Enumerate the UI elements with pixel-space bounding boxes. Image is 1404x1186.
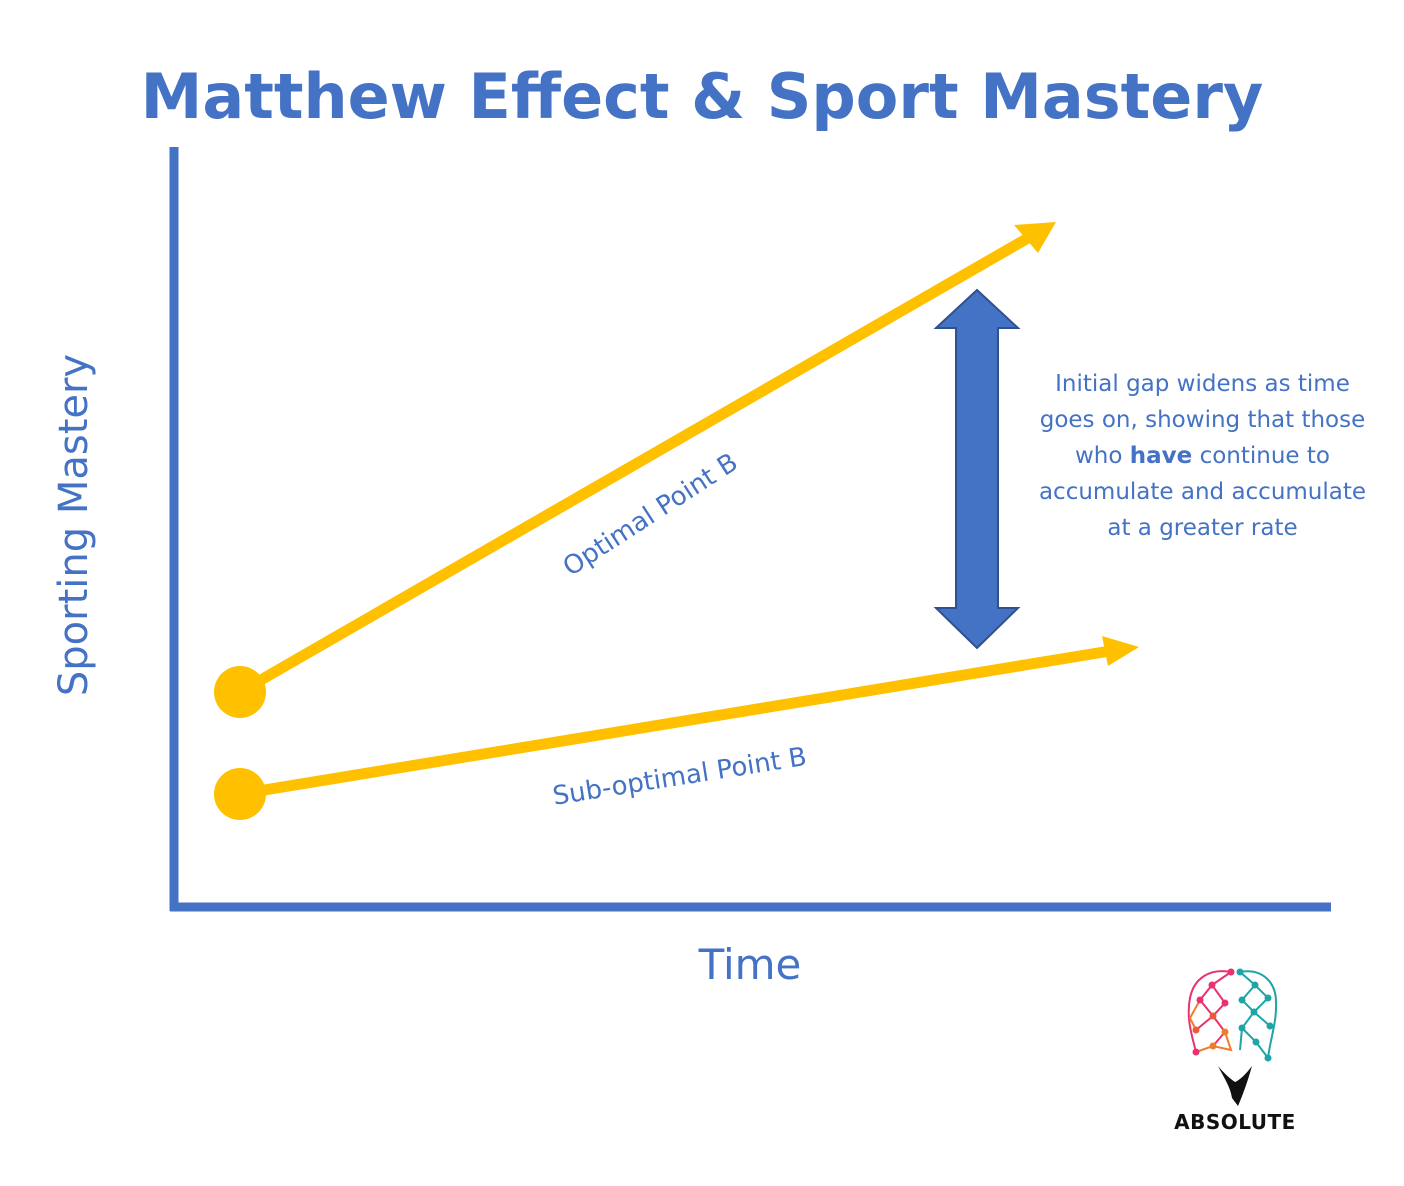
annotation-text-1: Initial gap widens as time goes on, show… xyxy=(1039,371,1366,469)
gap-annotation: Initial gap widens as time goes on, show… xyxy=(1030,366,1375,546)
suboptimal-line xyxy=(239,645,1111,800)
x-axis-label: Time xyxy=(698,940,802,989)
optimal-start-dot xyxy=(214,666,266,718)
y-axis-label: Sporting Mastery xyxy=(51,353,97,697)
logo-text: ABSOLUTE xyxy=(1174,1110,1296,1134)
annotation-text-2: continue to accumulate and accumulate at… xyxy=(1038,443,1367,541)
annotation-bold-text: have xyxy=(1129,443,1193,469)
suboptimal-start-dot xyxy=(214,768,266,820)
gap-double-arrow xyxy=(933,288,1021,650)
optimal-line xyxy=(237,233,1031,697)
suboptimal-arrowhead xyxy=(1102,636,1139,666)
page-title: Matthew Effect & Sport Mastery xyxy=(140,60,1264,133)
brain-network-icon xyxy=(1187,968,1278,1106)
optimal-arrowhead xyxy=(1014,222,1056,253)
